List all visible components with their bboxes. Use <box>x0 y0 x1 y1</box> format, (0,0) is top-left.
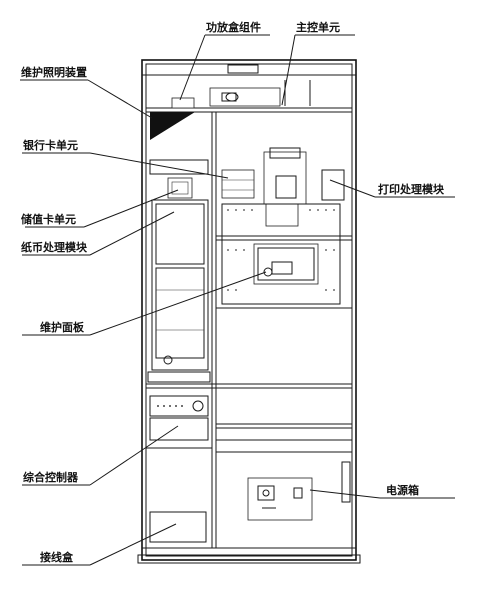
label-power-box: 电源箱 <box>386 483 419 497</box>
labels: 功放盒组件 主控单元 维护照明装置 银行卡单元 打印处理模块 储值卡单元 纸币处… <box>21 20 445 564</box>
label-banknote-module: 纸币处理模块 <box>21 240 88 254</box>
power-amp-box <box>171 97 195 109</box>
label-main-control: 主控单元 <box>296 20 340 34</box>
stored-value-card-unit <box>167 177 193 199</box>
maintenance-panel <box>253 243 319 285</box>
label-print-module: 打印处理模块 <box>378 182 445 196</box>
label-bank-card: 银行卡单元 <box>23 138 78 152</box>
label-stored-value-card: 储值卡单元 <box>21 212 76 226</box>
label-power-amp: 功放盒组件 <box>206 20 261 34</box>
banknote-module <box>151 199 209 371</box>
print-processing-module <box>263 151 307 205</box>
leader-lines <box>20 34 455 566</box>
main-control-box <box>209 87 281 107</box>
left-column <box>147 159 211 383</box>
label-junction-box: 接线盒 <box>40 550 74 564</box>
power-box <box>247 461 351 521</box>
maintenance-light-unit <box>150 112 195 140</box>
junction-box <box>149 511 207 543</box>
label-integrated-controller: 综合控制器 <box>23 470 79 484</box>
right-upper <box>216 147 352 305</box>
bank-card-unit <box>221 169 255 199</box>
integrated-controller <box>146 395 212 449</box>
top-compartment <box>146 80 352 140</box>
label-maintenance-light: 维护照明装置 <box>21 65 87 79</box>
label-maintenance-panel: 维护面板 <box>40 320 85 334</box>
cabinet-frame <box>137 59 361 564</box>
